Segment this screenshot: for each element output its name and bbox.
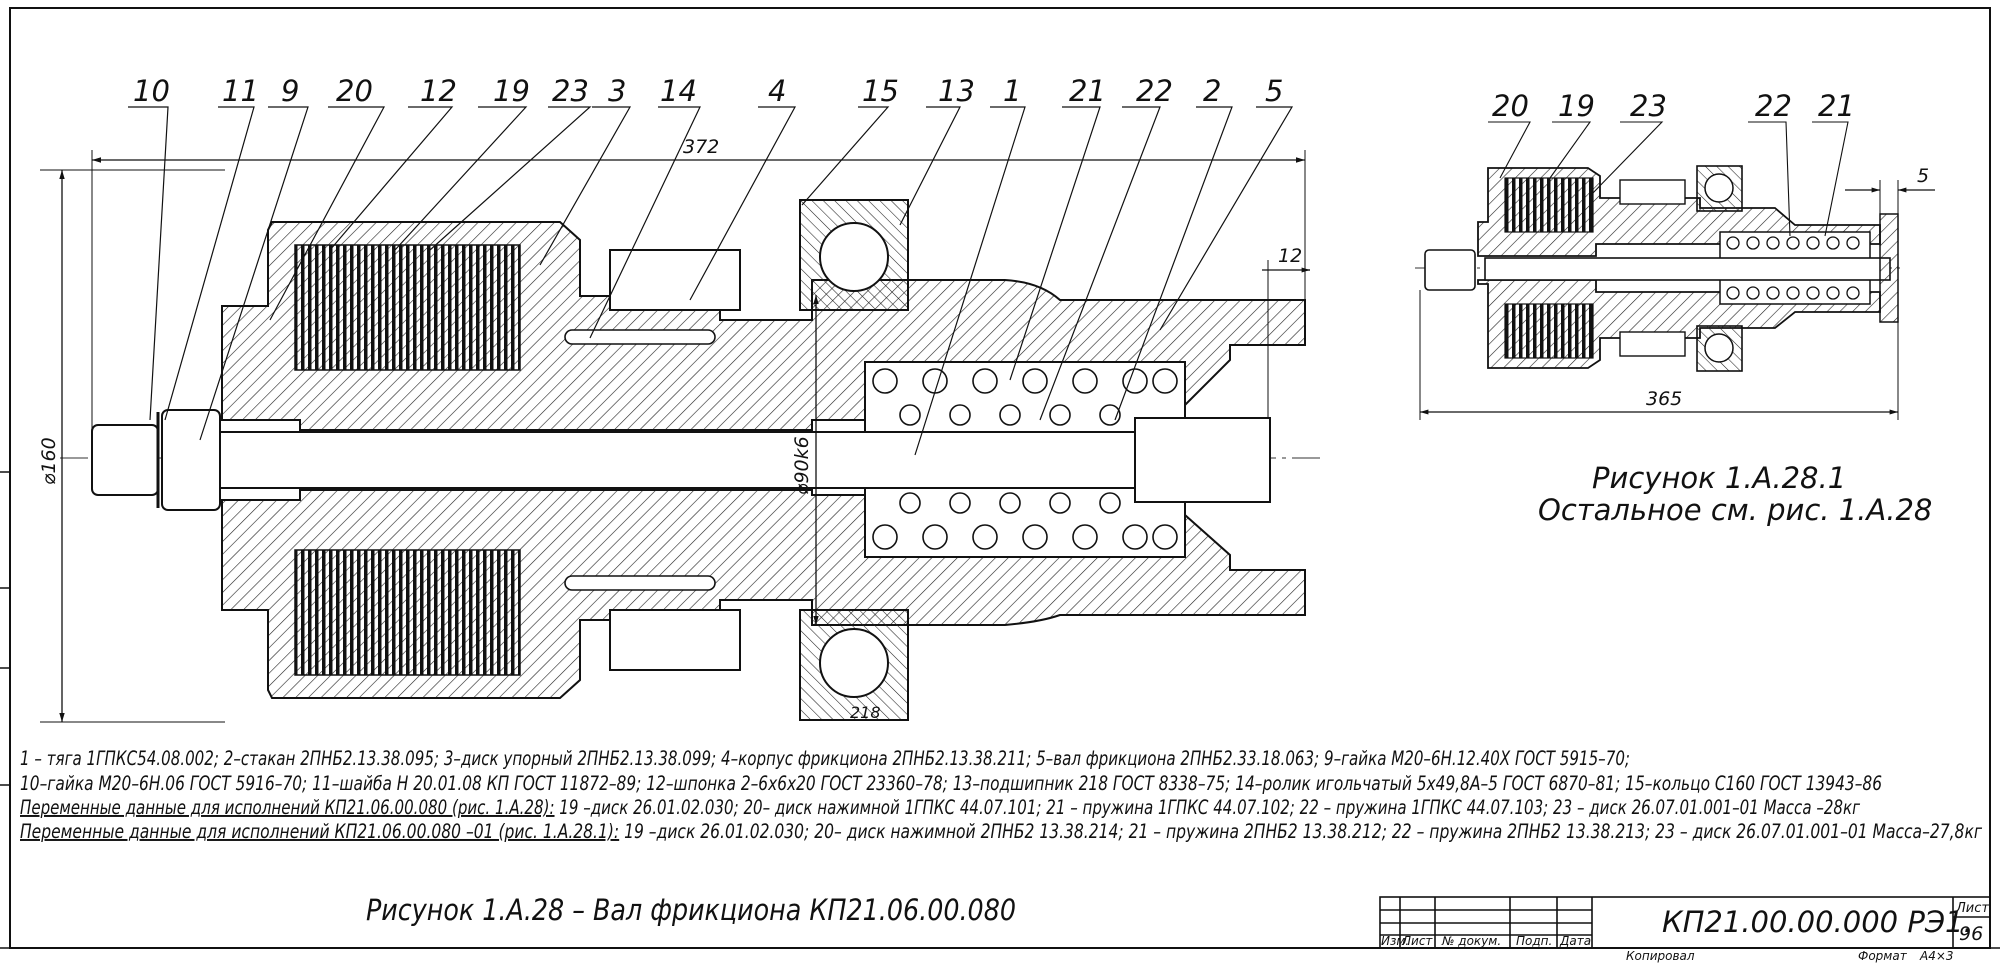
detail-caption-note: Остальное см. рис. 1.А.28: [1538, 493, 1932, 527]
leader-number: 3: [608, 74, 626, 108]
tb-document-code: КП21.00.00.000 РЭ1.: [1662, 905, 1973, 939]
leader-number: 19: [493, 74, 530, 108]
leader-number: 14: [660, 74, 697, 108]
detail-leader-number: 22: [1755, 89, 1792, 123]
tb-header-sheet: Лист: [1401, 934, 1433, 948]
tie-rod: [219, 431, 1141, 489]
needle-roller-upper: [564, 329, 716, 345]
detail-leader-number: 23: [1630, 89, 1667, 123]
detail-disc-lower: [1504, 303, 1594, 359]
detail-spring-coils: [1726, 236, 1860, 300]
disc-pack-upper: [294, 244, 521, 371]
leader-number: 23: [552, 74, 589, 108]
leader-number: 11: [222, 74, 259, 108]
dim-short-12: 12: [1278, 245, 1302, 267]
main-figure-caption: Рисунок 1.А.28 – Вал фрикциона КП21.06.0…: [366, 893, 1016, 927]
tb-copied-label: Копировал: [1626, 949, 1695, 963]
leader-number: 12: [420, 74, 457, 108]
spring-coils: [872, 368, 1178, 550]
detail-caption-title: Рисунок 1.А.28.1: [1592, 461, 1846, 495]
notes-line-4-heading: Переменные данные для исполнений КП21.06…: [20, 820, 619, 843]
parts-notes: 1 – тяга 1ГПКС54.08.002; 2–стакан 2ПНБ2.…: [20, 747, 1983, 843]
notes-line-3-heading: Переменные данные для исполнений КП21.06…: [20, 796, 555, 819]
detail-leader-numbers: 20 19 23 22 21: [1492, 89, 1855, 123]
dim-diameter-160: ⌀160: [38, 437, 60, 485]
leader-number: 4: [768, 74, 786, 108]
main-leader-lines: [128, 106, 1294, 456]
tb-sheet-label: Лист: [1955, 901, 1989, 916]
housing-block-lower: [609, 609, 741, 671]
dim-length-372: 372: [683, 136, 719, 158]
main-section-view: [40, 150, 1320, 723]
tb-format-value: А4×3: [1919, 949, 1954, 963]
rod-head: [1134, 417, 1271, 503]
detail-leader-lines: [1488, 121, 1849, 237]
detail-tie-rod: [1484, 257, 1891, 281]
nut-9: [161, 409, 221, 511]
detail-disc-upper: [1504, 177, 1594, 233]
tb-format-label: Формат: [1858, 949, 1908, 963]
leader-number: 2: [1203, 74, 1221, 108]
notes-line-2: 10–гайка М20–6Н.06 ГОСТ 5916–70; 11–шайб…: [20, 772, 1882, 795]
main-leader-numbers: 10 11 9 20 12 19 23 3 14 4 15 13 1 21 22…: [133, 74, 1283, 108]
detail-leader-number: 19: [1558, 89, 1595, 123]
notes-line-1: 1 – тяга 1ГПКС54.08.002; 2–стакан 2ПНБ2.…: [20, 747, 1630, 770]
leader-number: 20: [336, 74, 373, 108]
detail-nut: [1424, 249, 1476, 291]
title-block: [1379, 896, 1991, 949]
disc-pack-lower: [294, 549, 521, 676]
detail-dim-gap-5: 5: [1917, 165, 1929, 187]
notes-line-4-body: 19 –диск 26.01.02.030; 20– диск нажимной…: [619, 820, 1982, 843]
detail-section-view: [1415, 165, 1935, 420]
notes-line-3: Переменные данные для исполнений КП21.06…: [20, 796, 1861, 819]
dim-diameter-90k6: ⌀90k6: [791, 436, 813, 495]
tb-header-signature: Подп.: [1516, 934, 1552, 948]
housing-block-upper: [609, 249, 741, 311]
tb-sheet-number: 96: [1959, 923, 1983, 945]
notes-line-3-body: 19 –диск 26.01.02.030; 20– диск нажимной…: [555, 796, 1861, 819]
tb-header-change: Изм.: [1381, 934, 1409, 948]
leader-number: 15: [862, 74, 899, 108]
needle-roller-lower: [564, 575, 716, 591]
leader-number: 22: [1136, 74, 1173, 108]
detail-leader-number: 21: [1818, 89, 1855, 123]
leader-number: 13: [938, 74, 975, 108]
leader-number: 9: [281, 74, 299, 108]
bearing-number-label: 218: [850, 703, 881, 722]
nut-10: [91, 424, 159, 496]
detail-leader-number: 20: [1492, 89, 1529, 123]
leader-number: 10: [133, 74, 170, 108]
leader-number: 5: [1265, 74, 1283, 108]
title-block-headers: Изм. Лист № докум. Подп. Дата: [1381, 934, 1591, 948]
notes-line-4: Переменные данные для исполнений КП21.06…: [20, 820, 1983, 843]
left-margin-ticks: [0, 471, 10, 786]
tb-header-doc-no: № докум.: [1441, 934, 1501, 948]
leader-number: 21: [1069, 74, 1106, 108]
detail-dim-length-365: 365: [1646, 388, 1682, 410]
tb-header-date: Дата: [1559, 934, 1591, 948]
leader-number: 1: [1003, 74, 1021, 108]
